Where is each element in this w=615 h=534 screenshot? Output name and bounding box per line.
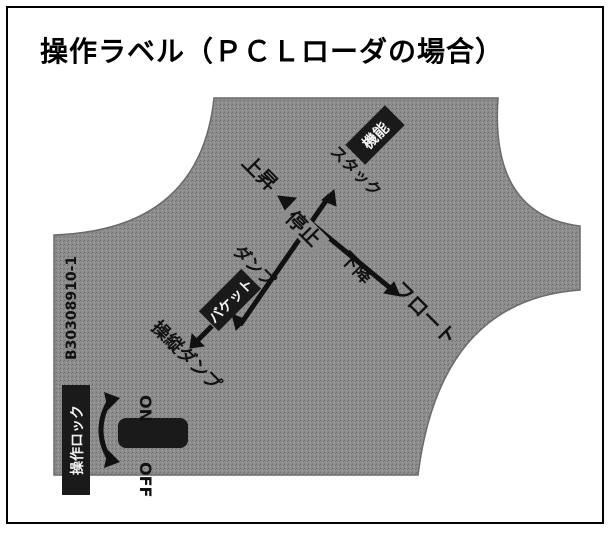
lock-arrow-head-top	[104, 392, 120, 410]
bucket-arrow-axis	[231, 189, 337, 331]
part-number: B30308910-1	[64, 256, 80, 360]
on-label: ON	[136, 395, 155, 422]
figure-title: 操作ラベル（ＰＣＬローダの場合）	[40, 35, 505, 68]
function-box	[345, 105, 405, 165]
lock-arrow-head-bottom	[104, 450, 120, 468]
lock-box	[62, 385, 90, 495]
lock-lever-knob	[118, 418, 188, 448]
label-plate	[53, 97, 581, 476]
off-label: OFF	[136, 462, 155, 497]
boom-box	[198, 268, 262, 332]
double-dump-arrow	[189, 324, 214, 349]
lock-box-label: 操作ロック	[69, 405, 86, 475]
